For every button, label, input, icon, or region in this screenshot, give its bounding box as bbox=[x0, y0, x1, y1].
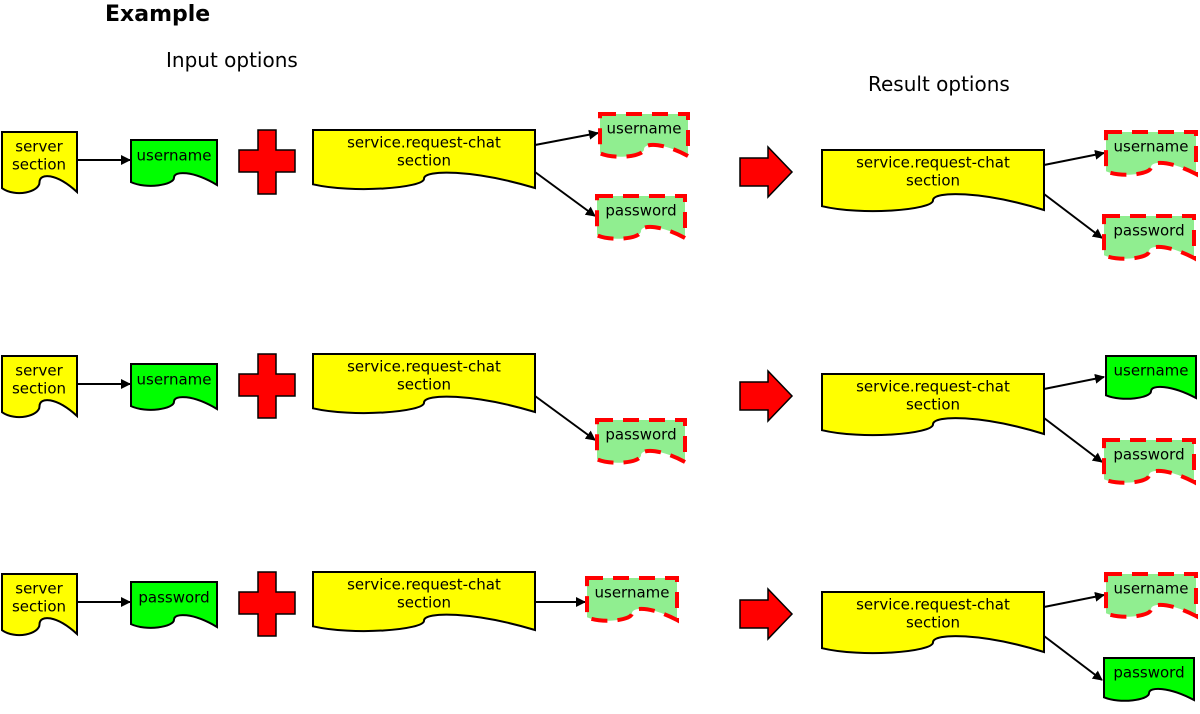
password-option-shape bbox=[130, 581, 218, 629]
connector-arrow bbox=[1043, 635, 1103, 681]
username-option-label: username bbox=[1114, 138, 1189, 156]
username-option-label: username bbox=[595, 584, 670, 602]
connector-arrow bbox=[1043, 417, 1103, 463]
password-option-shape bbox=[1102, 214, 1196, 262]
chat-section-label-line-1: service.request-chat bbox=[856, 154, 1010, 172]
username-option-optional: username bbox=[598, 112, 690, 160]
chat-section-shape bbox=[312, 129, 536, 191]
username-option-label: username bbox=[1114, 580, 1189, 598]
password-option-label: password bbox=[605, 202, 676, 220]
password-option-shape bbox=[595, 418, 687, 466]
password-option-set: password bbox=[1103, 657, 1195, 702]
password-option-optional: password bbox=[595, 194, 687, 242]
password-option-label: password bbox=[605, 426, 676, 444]
server-section-label-line-2: section bbox=[12, 598, 66, 616]
password-option-label: password bbox=[1113, 664, 1184, 682]
username-option-shape bbox=[130, 139, 218, 187]
chat-section-label-line-2: section bbox=[906, 396, 960, 414]
username-option-shape bbox=[130, 363, 218, 411]
password-option-label: password bbox=[1113, 446, 1184, 464]
username-option-label: username bbox=[607, 120, 682, 138]
username-option-label: username bbox=[1114, 362, 1189, 380]
chat-section-label-line-2: section bbox=[906, 172, 960, 190]
chat-section-label-line-2: section bbox=[397, 152, 451, 170]
chat-section-label-line-2: section bbox=[397, 376, 451, 394]
password-option-optional: password bbox=[595, 418, 687, 466]
password-option-label: password bbox=[138, 589, 209, 607]
server-section-label-line-2: section bbox=[12, 156, 66, 174]
chat-section-shape bbox=[312, 571, 536, 633]
username-option-optional: username bbox=[1104, 572, 1198, 620]
result-arrow bbox=[739, 145, 794, 199]
result-options-header: Result options bbox=[868, 72, 1010, 96]
chat-section-label-line-1: service.request-chat bbox=[856, 378, 1010, 396]
plus-sign bbox=[238, 571, 296, 637]
password-option-shape bbox=[1102, 438, 1196, 486]
username-option-label: username bbox=[137, 147, 212, 165]
server-section-shape bbox=[1, 355, 78, 419]
server-section-label-line-2: section bbox=[12, 380, 66, 398]
password-option-set: password bbox=[130, 581, 218, 629]
connector-arrow bbox=[1043, 149, 1105, 166]
chat-section-shape bbox=[312, 353, 536, 415]
connector-arrow bbox=[1043, 591, 1105, 608]
connector-arrow bbox=[1043, 193, 1103, 239]
username-option-optional: username bbox=[1104, 130, 1198, 178]
diagram-title: Example bbox=[105, 2, 211, 27]
connector-arrow bbox=[534, 171, 596, 217]
chat-section-shape bbox=[821, 373, 1045, 437]
connector-arrow bbox=[534, 129, 599, 146]
connector-arrow bbox=[534, 395, 596, 441]
username-option-set: username bbox=[1105, 355, 1197, 400]
username-option-shape bbox=[585, 576, 679, 624]
password-option-shape bbox=[1103, 657, 1195, 702]
username-option-shape bbox=[1104, 572, 1198, 620]
username-option-shape bbox=[1105, 355, 1197, 400]
chat-section-shape bbox=[821, 149, 1045, 213]
chat-section-label-line-1: service.request-chat bbox=[856, 596, 1010, 614]
chat-section-label-line-2: section bbox=[906, 614, 960, 632]
password-option-shape bbox=[595, 194, 687, 242]
input-options-header: Input options bbox=[166, 48, 298, 72]
chat-section-label-line-1: service.request-chat bbox=[347, 358, 501, 376]
password-option-optional: password bbox=[1102, 438, 1196, 486]
plus-sign bbox=[238, 353, 296, 419]
username-option-set: username bbox=[130, 139, 218, 187]
password-option-optional: password bbox=[1102, 214, 1196, 262]
plus-sign bbox=[238, 129, 296, 195]
chat-section-label-line-2: section bbox=[397, 594, 451, 612]
server-section-label-line-1: server bbox=[15, 138, 63, 156]
server-section-shape bbox=[1, 573, 78, 637]
username-option-set: username bbox=[130, 363, 218, 411]
server-section-label-line-1: server bbox=[15, 362, 63, 380]
chat-section-shape bbox=[821, 591, 1045, 655]
password-option-label: password bbox=[1113, 222, 1184, 240]
server-section-shape bbox=[1, 131, 78, 195]
result-arrow bbox=[739, 369, 794, 423]
username-option-shape bbox=[1104, 130, 1198, 178]
username-option-shape bbox=[598, 112, 690, 160]
username-option-optional: username bbox=[585, 576, 679, 624]
chat-section-label-line-1: service.request-chat bbox=[347, 576, 501, 594]
username-option-label: username bbox=[137, 371, 212, 389]
result-arrow bbox=[739, 587, 794, 641]
chat-section-label-line-1: service.request-chat bbox=[347, 134, 501, 152]
connector-arrow bbox=[1043, 373, 1105, 390]
server-section-label-line-1: server bbox=[15, 580, 63, 598]
